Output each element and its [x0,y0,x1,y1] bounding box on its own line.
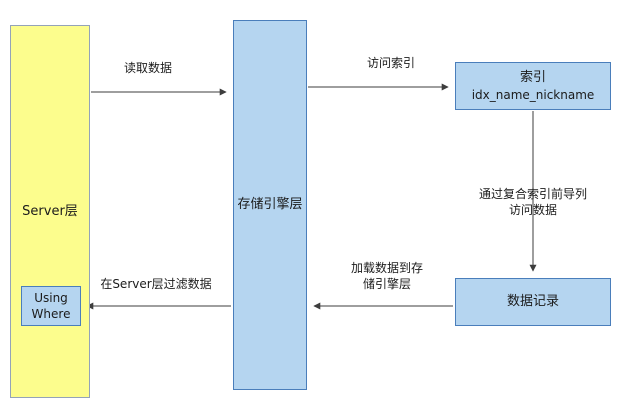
using-where-node: Using Where [21,286,81,326]
data-records-node: 数据记录 [455,278,611,326]
composite-access-label: 通过复合索引前导列 访问数据 [478,187,587,217]
storage-engine-label: 存储引擎层 [237,197,303,213]
index-name: idx_name_nickname [471,87,595,102]
server-layer-node: Server层 Using Where [10,25,90,398]
data-records-label: 数据记录 [506,294,559,310]
using-where-label: Using Where [31,290,71,321]
server-layer-label: Server层 [22,203,78,219]
access-index-label: 访问索引 [366,56,415,70]
load-data-label: 加载数据到存 储引擎层 [350,261,423,291]
index-node: 索引 idx_name_nickname [455,62,611,110]
index-title: 索引 [519,70,546,86]
read-data-label: 读取数据 [123,61,172,75]
storage-engine-node: 存储引擎层 [233,20,307,390]
server-filter-label: 在Server层过滤数据 [100,277,212,291]
